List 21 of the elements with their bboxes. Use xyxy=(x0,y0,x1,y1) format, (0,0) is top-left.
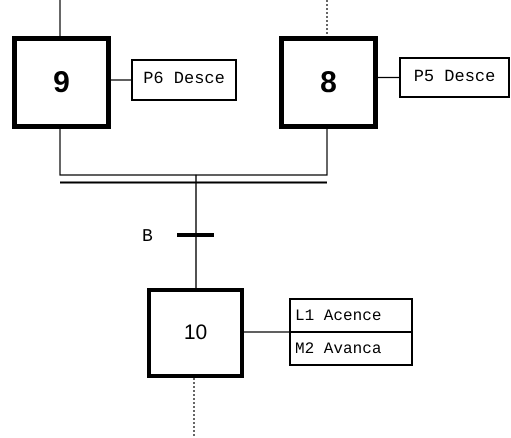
step-label: P6 Desce xyxy=(143,69,225,92)
step-box xyxy=(147,288,244,378)
connector-line xyxy=(111,79,131,81)
connector-line xyxy=(244,331,289,333)
connector-line xyxy=(59,0,61,36)
action-box xyxy=(289,298,413,366)
step-label: 8 xyxy=(320,65,337,101)
connector-line xyxy=(378,76,399,78)
action-box xyxy=(399,57,510,98)
transition-condition: B xyxy=(142,226,153,249)
connector-line xyxy=(195,129,328,288)
connector-line xyxy=(326,0,328,36)
step-box xyxy=(12,36,111,129)
step-label: L1 Acence xyxy=(294,306,382,326)
step-label: 9 xyxy=(53,65,70,101)
step-box xyxy=(279,36,378,129)
step-label: 10 xyxy=(184,320,208,346)
step-label: P5 Desce xyxy=(414,66,496,89)
step-label: M2 Avanca xyxy=(291,331,411,364)
connector-line xyxy=(193,378,195,438)
action-box xyxy=(131,59,237,101)
